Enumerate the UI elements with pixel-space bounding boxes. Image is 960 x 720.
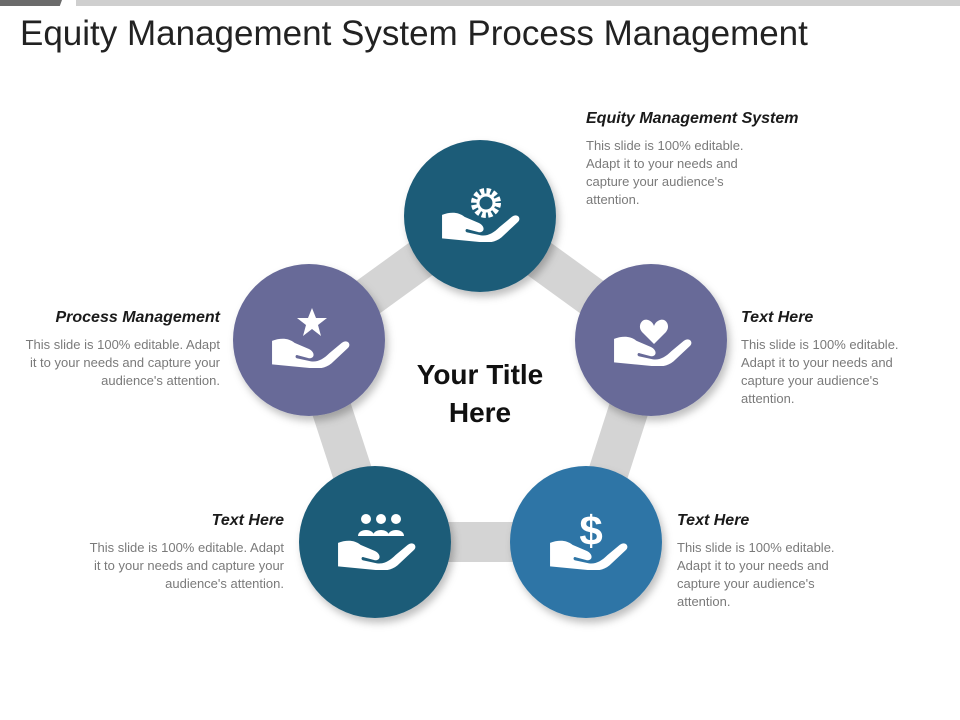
node-right — [575, 264, 727, 416]
hand-gear-icon — [442, 188, 520, 242]
callout-right: Text Here This slide is 100% editable. A… — [741, 309, 941, 408]
callout-right-heading: Text Here — [741, 309, 814, 326]
center-title: Your Title Here — [380, 356, 580, 432]
callout-left-body: This slide is 100% editable. Adapt it to… — [25, 337, 220, 388]
hand-dollar-icon: $ — [550, 507, 628, 570]
callout-bottom-right: Text Here This slide is 100% editable. A… — [677, 512, 877, 611]
callout-bottom-right-body: This slide is 100% editable. Adapt it to… — [677, 540, 835, 609]
node-bottom-left — [299, 466, 451, 618]
hand-star-icon — [272, 308, 350, 368]
callout-left: Process Management This slide is 100% ed… — [20, 309, 220, 390]
node-top — [404, 140, 556, 292]
svg-text:$: $ — [579, 507, 602, 554]
hand-people-icon — [338, 514, 416, 570]
top-accent-bar — [0, 0, 960, 6]
callout-top: Equity Management System This slide is 1… — [586, 110, 799, 209]
callout-right-body: This slide is 100% editable. Adapt it to… — [741, 337, 899, 406]
center-title-line-1: Your Title — [416, 359, 544, 390]
node-bottom-left-circle — [299, 466, 451, 618]
node-bottom-right-circle — [510, 466, 662, 618]
callout-bottom-left-body: This slide is 100% editable. Adapt it to… — [89, 540, 284, 591]
page-title: Equity Management System Process Managem… — [20, 14, 808, 53]
node-left-circle — [233, 264, 385, 416]
callout-top-body: This slide is 100% editable. Adapt it to… — [586, 138, 744, 207]
top-accent-light-segment — [76, 0, 960, 6]
node-left — [233, 264, 385, 416]
hand-heart-icon — [614, 319, 692, 366]
callout-left-heading: Process Management — [55, 309, 220, 326]
callout-bottom-left-heading: Text Here — [211, 512, 284, 529]
callout-bottom-right-heading: Text Here — [677, 512, 750, 529]
callout-bottom-left: Text Here This slide is 100% editable. A… — [84, 512, 284, 593]
callout-top-heading: Equity Management System — [586, 110, 799, 127]
node-top-circle — [404, 140, 556, 292]
node-bottom-right: $ — [510, 466, 662, 618]
center-title-line-2: Here — [448, 397, 512, 428]
